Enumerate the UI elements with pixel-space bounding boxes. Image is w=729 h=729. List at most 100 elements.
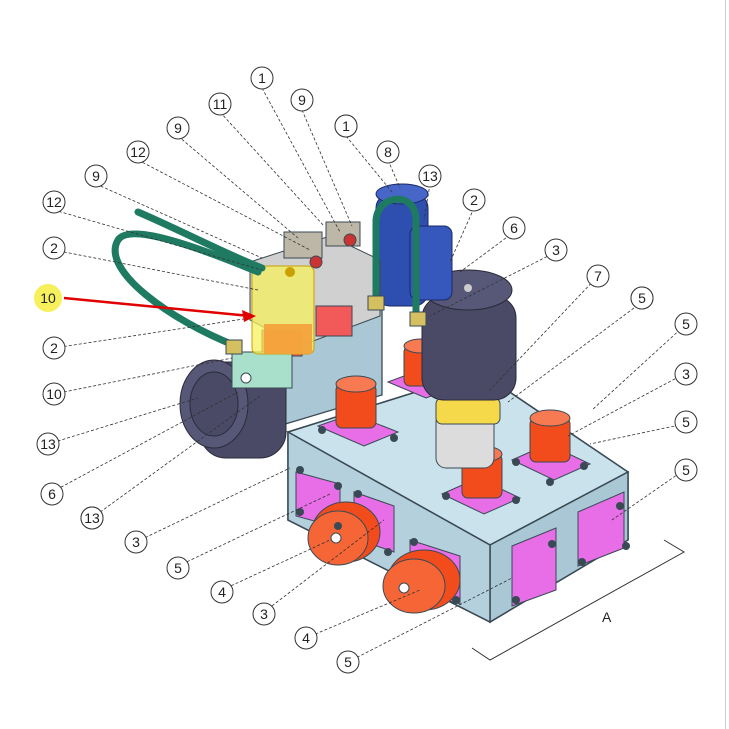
callout-label: 2 — [50, 340, 58, 356]
callout-circle — [290, 88, 314, 112]
callout-circle — [124, 530, 148, 554]
callout-label: 13 — [422, 168, 438, 184]
fitting-group — [225, 295, 427, 355]
callout-label: 2 — [470, 192, 478, 208]
callout-label: 12 — [130, 144, 146, 160]
callout-circle — [674, 312, 698, 336]
callout-2: 2 — [42, 336, 66, 360]
callout-circle — [84, 164, 108, 188]
callout-13: 13 — [80, 506, 104, 530]
callout-circle — [418, 164, 442, 188]
callout-6: 6 — [502, 216, 526, 240]
callout-circle — [40, 482, 64, 506]
callout-circle — [336, 650, 360, 674]
callout-circle — [42, 236, 66, 260]
callout-circle — [252, 602, 276, 626]
leader-lines — [47, 87, 685, 663]
callout-label: 6 — [510, 220, 518, 236]
callout-11: 11 — [208, 92, 232, 116]
callout-circle — [250, 66, 274, 90]
callout-label: 1 — [342, 118, 350, 134]
callout-circle — [674, 362, 698, 386]
callout-3: 3 — [124, 530, 148, 554]
callout-label: 5 — [682, 414, 690, 430]
callout-circle — [674, 458, 698, 482]
callout-circle — [586, 264, 610, 288]
callout-circle — [462, 188, 486, 212]
callout-label: 13 — [40, 436, 56, 452]
plug-group — [307, 338, 571, 614]
callout-label: 3 — [552, 242, 560, 258]
callout-circle — [126, 140, 150, 164]
bolt-group — [296, 426, 630, 604]
plug — [529, 409, 571, 463]
callout-circle — [334, 114, 358, 138]
callout-circle — [42, 382, 66, 406]
callout-circle — [36, 432, 60, 456]
plug — [307, 501, 381, 566]
highlight-arrow — [63, 296, 256, 322]
callout-10: 10 — [42, 382, 66, 406]
tank — [421, 269, 517, 469]
callout-label: 4 — [302, 630, 310, 646]
callout-8: 8 — [376, 140, 400, 164]
callout-2: 2 — [462, 188, 486, 212]
page-edge-line — [725, 0, 726, 729]
callout-2: 2 — [42, 236, 66, 260]
callout-circle — [544, 238, 568, 262]
callout-1: 1 — [334, 114, 358, 138]
callout-circle — [42, 336, 66, 360]
callout-10: 10 — [34, 284, 62, 312]
callout-5: 5 — [674, 410, 698, 434]
callout-13: 13 — [36, 432, 60, 456]
callout-label: 10 — [46, 386, 62, 402]
callout-9: 9 — [166, 116, 190, 140]
callout-label: 11 — [213, 96, 228, 112]
callout-circle — [630, 286, 654, 310]
callout-label: 10 — [40, 290, 56, 306]
callout-12: 12 — [126, 140, 150, 164]
callout-5: 5 — [630, 286, 654, 310]
callout-7: 7 — [586, 264, 610, 288]
callout-4: 4 — [294, 626, 318, 650]
callout-circle — [674, 410, 698, 434]
callout-label: 5 — [638, 290, 646, 306]
callout-group: 1112223333445555555667899910101112121313… — [34, 66, 698, 674]
callout-label: 3 — [682, 366, 690, 382]
highlighted-coil — [251, 265, 315, 355]
plug — [335, 375, 377, 429]
callout-circle — [502, 216, 526, 240]
callout-label: 9 — [92, 168, 100, 184]
callout-label: 13 — [84, 510, 100, 526]
callout-4: 4 — [210, 580, 234, 604]
callout-5: 5 — [166, 556, 190, 580]
callout-circle — [166, 556, 190, 580]
callout-label: 5 — [174, 560, 182, 576]
callout-12: 12 — [42, 190, 66, 214]
callout-circle — [208, 92, 232, 116]
plug — [382, 549, 461, 614]
view-a-bracket — [471, 539, 685, 661]
callout-5: 5 — [674, 458, 698, 482]
callout-6: 6 — [40, 482, 64, 506]
callout-label: 12 — [46, 194, 62, 210]
callout-label: 7 — [594, 268, 602, 284]
callout-label: 9 — [174, 120, 182, 136]
callout-13: 13 — [418, 164, 442, 188]
callout-1: 1 — [250, 66, 274, 90]
callout-circle — [166, 116, 190, 140]
callout-circle — [376, 140, 400, 164]
callout-circle — [210, 580, 234, 604]
callout-circle — [294, 626, 318, 650]
callout-circle — [80, 506, 104, 530]
callout-9: 9 — [290, 88, 314, 112]
callout-label: 5 — [682, 316, 690, 332]
callout-5: 5 — [674, 312, 698, 336]
callout-circle — [34, 284, 62, 312]
callout-circle — [42, 190, 66, 214]
callout-label: 4 — [218, 584, 226, 600]
callout-3: 3 — [544, 238, 568, 262]
callout-3: 3 — [252, 602, 276, 626]
callout-5: 5 — [336, 650, 360, 674]
